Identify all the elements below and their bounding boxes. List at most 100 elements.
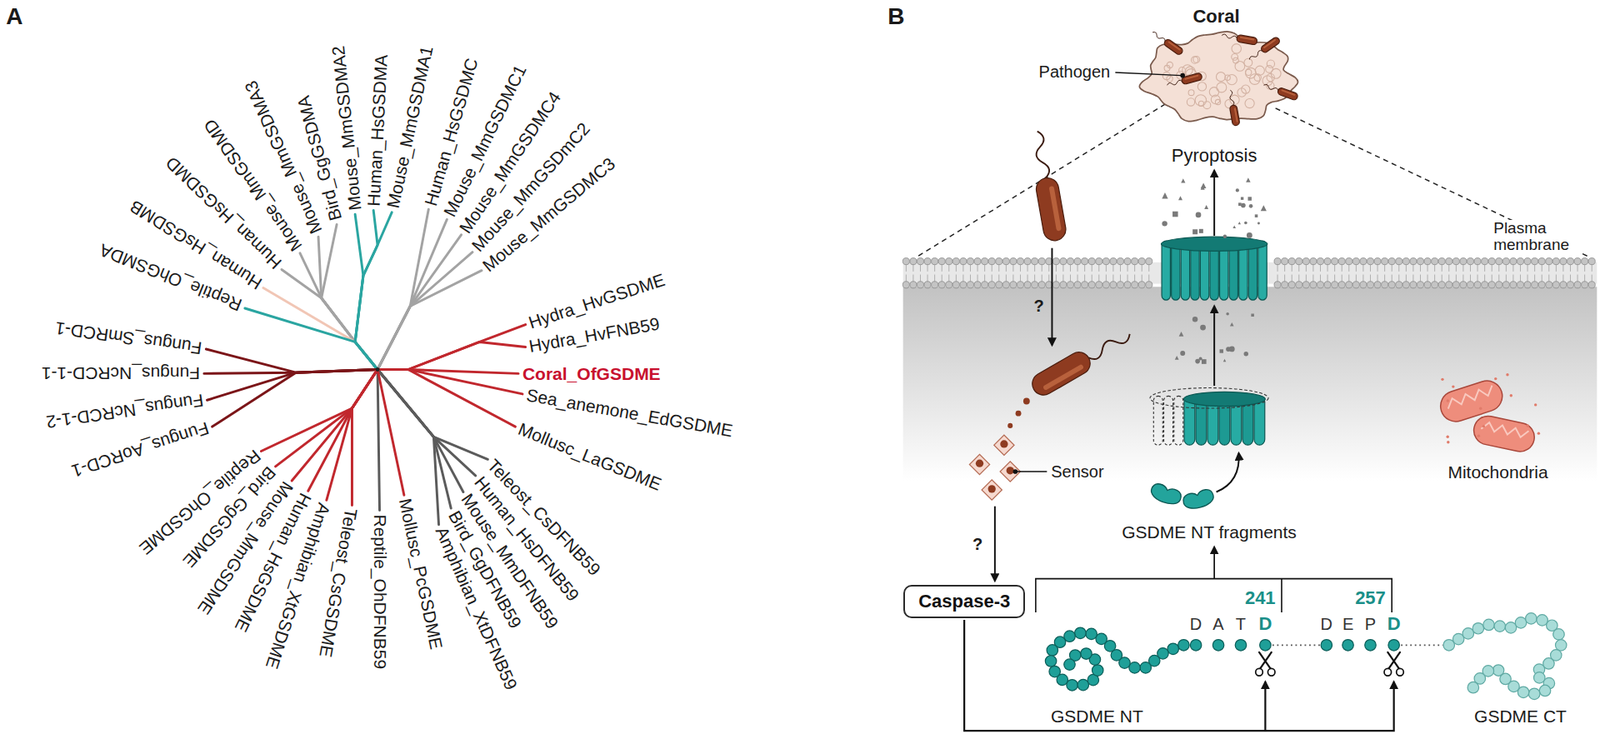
lipid-tail [1148, 264, 1150, 282]
lipid-tail [1512, 264, 1514, 282]
lipid-head [974, 281, 981, 289]
residue-letter: T [1235, 615, 1246, 635]
lipid-head [1352, 258, 1360, 265]
ct-domain-residue [1528, 688, 1540, 700]
lipid-head [1531, 258, 1539, 265]
lipid-head [1452, 281, 1460, 289]
lipid-tail [1041, 264, 1043, 282]
pathogen-highlight [1280, 89, 1295, 96]
released-content [1238, 202, 1242, 206]
released-content [1179, 331, 1185, 337]
lipid-tail [1370, 264, 1371, 282]
released-content [1247, 196, 1251, 200]
tree-branch [377, 370, 380, 511]
prepore-outline [1164, 395, 1174, 445]
unknown-step-mark: ? [1033, 296, 1044, 316]
lipid-head [1138, 258, 1145, 265]
ct-domain-residue [1553, 629, 1565, 640]
lipid-head [1502, 281, 1510, 289]
mitochondrion [1470, 413, 1537, 455]
coral-polyp [1216, 82, 1227, 93]
coral-illustration [1139, 29, 1299, 126]
lipid-head [1110, 281, 1117, 289]
tree-branch [245, 308, 378, 370]
pathogen-body [1236, 34, 1259, 45]
pathogen-highlight [1049, 185, 1062, 232]
nt-fragment-shape [1148, 481, 1183, 508]
lipid-head [1295, 281, 1303, 289]
leaf-label: Mollusc_LaGSDME [515, 418, 665, 495]
lipid-tail [1548, 264, 1550, 282]
lipid-tail [991, 264, 993, 282]
residue-letter: D [1387, 614, 1401, 635]
scissors-blade [1259, 652, 1272, 670]
released-content [1229, 346, 1235, 353]
nt-domain-residue [1064, 659, 1075, 670]
coral-polyp [1203, 101, 1211, 110]
lipid-tail [977, 264, 979, 282]
scissors-handle [1255, 668, 1264, 676]
released-content [1172, 211, 1179, 218]
lipid-head [1574, 258, 1581, 265]
lipid-tail [941, 264, 943, 282]
lipid-head [1052, 258, 1060, 265]
lipid-head [902, 258, 910, 265]
lipid-head [1416, 281, 1424, 289]
lipid-head [1445, 281, 1453, 289]
coral-polyp [1244, 58, 1253, 67]
pathogen-product [1023, 398, 1030, 405]
nt-domain-residue [1080, 648, 1092, 660]
lipid-head [1488, 281, 1495, 289]
lipid-head [1016, 258, 1024, 265]
lipid-head [924, 258, 931, 265]
lipid-head [1281, 258, 1289, 265]
lipid-tail [955, 264, 957, 282]
nt-domain-residue [1140, 662, 1151, 674]
tree-branch [377, 270, 482, 370]
lipid-head [1560, 258, 1567, 265]
pore-rim [1160, 236, 1267, 251]
sensor-shape [1000, 461, 1020, 482]
flagellum [1166, 80, 1183, 87]
lipid-tail [1527, 264, 1529, 282]
released-content [1195, 212, 1202, 219]
ct-domain-residue [1467, 681, 1479, 693]
lipid-head [910, 258, 917, 265]
lipid-head [1538, 281, 1545, 289]
prepore-ring [1150, 388, 1269, 410]
lipid-head [1024, 281, 1031, 289]
cleavage-site-residue [1365, 640, 1376, 651]
pathway-arrow [1213, 547, 1215, 580]
lipid-head [1481, 281, 1489, 289]
flagellum [1085, 330, 1132, 363]
pathogen-body [1034, 175, 1068, 242]
lipid-head [1095, 258, 1103, 265]
lipid-tail [1077, 264, 1079, 282]
lipid-head [1338, 258, 1345, 265]
released-content [1199, 229, 1204, 234]
lipid-head [995, 258, 1003, 265]
sensor-ligand [1000, 440, 1008, 448]
released-content [1223, 235, 1227, 239]
lipid-head [931, 281, 939, 289]
lipid-tail [1084, 264, 1085, 282]
lipid-head [1438, 281, 1445, 289]
lipid-head [1124, 281, 1131, 289]
lipid-tail [1348, 264, 1350, 282]
residue-letter: A [1212, 615, 1224, 635]
leader-dot [1180, 73, 1185, 79]
lipid-head [945, 281, 953, 289]
lipid-head [1431, 258, 1439, 265]
lipid-head [1366, 258, 1374, 265]
coral-polyp [1255, 65, 1265, 75]
lipid-head [1116, 258, 1124, 265]
lipid-head [1310, 258, 1317, 265]
lipid-head [1345, 258, 1353, 265]
scissors-icon [1384, 652, 1404, 676]
lipid-head [902, 281, 910, 289]
leaf-label: Fungus_SmRCD-1 [54, 317, 204, 359]
lipid-tail [1070, 264, 1071, 282]
lipid-tail [1312, 264, 1314, 282]
mitochondrial-debris [1510, 394, 1513, 397]
pathway-arrow [1213, 306, 1215, 387]
